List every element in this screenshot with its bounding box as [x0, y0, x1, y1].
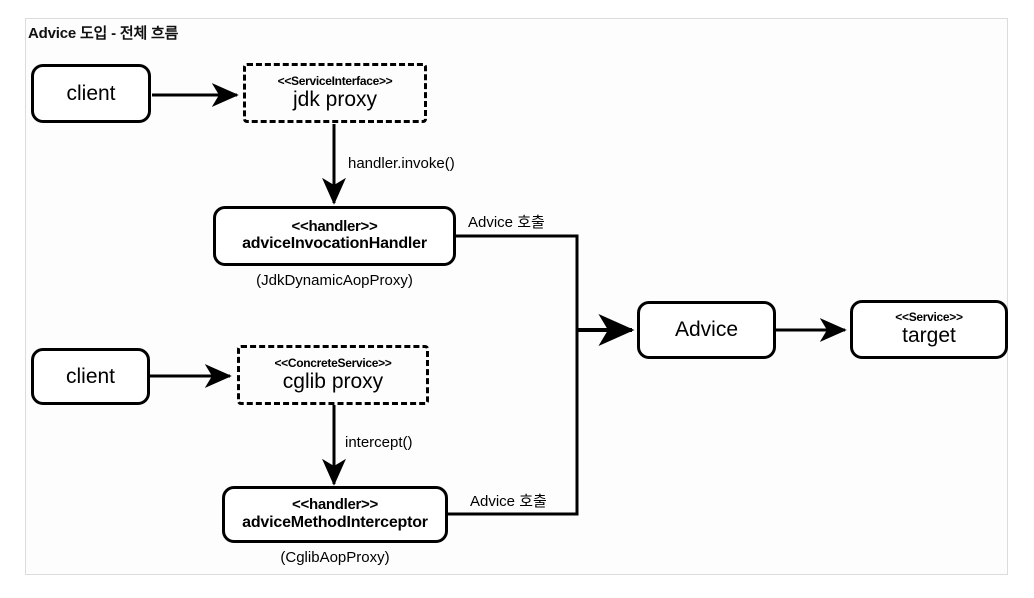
node-advice-method-interceptor-stereotype: <<handler>>	[292, 496, 378, 514]
node-advice[interactable]: Advice	[637, 301, 776, 359]
edge-label-advice-call-bottom: Advice 호출	[470, 493, 547, 510]
node-advice-method-interceptor-label: adviceMethodInterceptor	[242, 513, 428, 531]
node-advice-invocation-handler-stereotype: <<handler>>	[291, 217, 378, 235]
node-cglib-proxy[interactable]: <<ConcreteService>> cglib proxy	[237, 345, 429, 405]
node-jdk-proxy-stereotype: <<ServiceInterface>>	[277, 73, 393, 88]
node-client-bottom[interactable]: client	[31, 348, 150, 405]
node-advice-label: Advice	[674, 318, 739, 342]
node-client-top[interactable]: client	[31, 64, 151, 123]
node-client-top-label: client	[66, 81, 116, 105]
node-client-bottom-label: client	[65, 364, 116, 388]
node-advice-invocation-handler[interactable]: <<handler>> adviceInvocationHandler	[213, 206, 456, 266]
node-jdk-proxy[interactable]: <<ServiceInterface>> jdk proxy	[243, 63, 427, 123]
node-jdk-proxy-label: jdk proxy	[292, 87, 378, 111]
node-cglib-proxy-label: cglib proxy	[282, 369, 384, 393]
caption-jdk-dynamic-aop-proxy: (JdkDynamicAopProxy)	[256, 272, 413, 289]
edge-label-advice-call-top: Advice 호출	[468, 214, 545, 231]
node-target-label: target	[902, 324, 956, 348]
caption-cglib-aop-proxy: (CglibAopProxy)	[280, 549, 390, 566]
node-advice-invocation-handler-label: adviceInvocationHandler	[242, 235, 427, 253]
edge-label-handler-invoke: handler.invoke()	[348, 155, 455, 172]
node-target-stereotype: <<Service>>	[895, 310, 963, 325]
node-target[interactable]: <<Service>> target	[850, 300, 1008, 359]
node-cglib-proxy-stereotype: <<ConcreteService>>	[274, 355, 392, 370]
node-advice-method-interceptor[interactable]: <<handler>> adviceMethodInterceptor	[222, 486, 448, 543]
page-title: Advice 도입 - 전체 흐름	[28, 25, 179, 42]
edge-label-intercept: intercept()	[345, 434, 413, 451]
